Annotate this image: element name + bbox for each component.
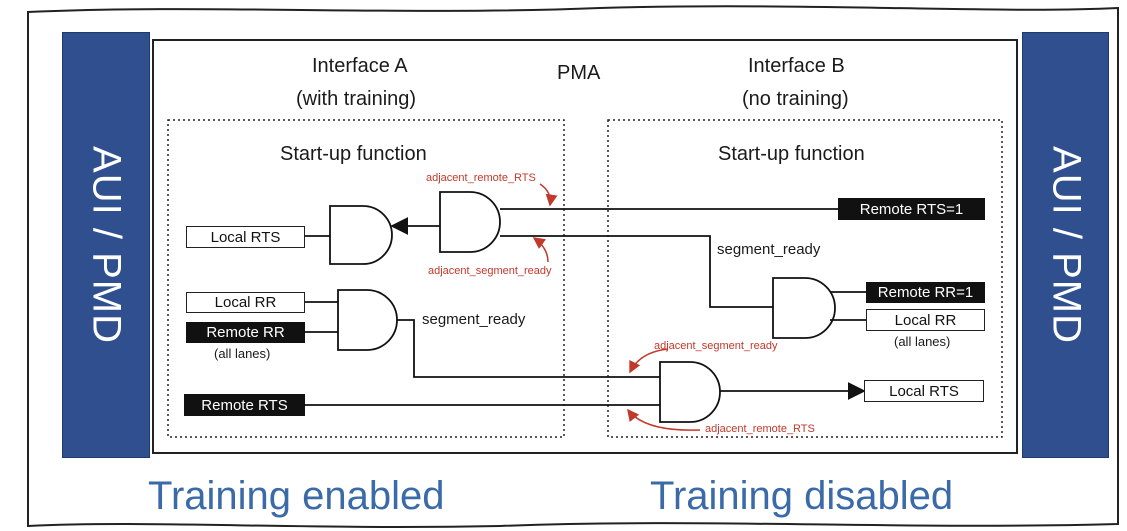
b-remote-rr-box: Remote RR=1: [866, 282, 985, 303]
annot-arrow-segment-ready-top: [532, 237, 549, 263]
aui-pmd-bar-left: AUI / PMD: [62, 32, 150, 458]
and-gate-a-top: [329, 205, 393, 265]
pma-label: PMA: [557, 62, 601, 84]
a-remote-rr-box: Remote RR: [186, 322, 305, 343]
interface-a-subtitle: (with training): [296, 88, 417, 110]
outer-frame: [27, 5, 1119, 528]
aui-pmd-label-left: AUI / PMD: [84, 146, 129, 344]
aui-pmd-bar-right: AUI / PMD: [1022, 32, 1109, 458]
interface-a-region: [167, 119, 565, 438]
segment-ready-label-b: segment_ready: [717, 241, 821, 258]
annot-adjacent-segment-ready-bottom: adjacent_segment_ready: [654, 340, 778, 352]
annot-adjacent-remote-rts-top: adjacent_remote_RTS: [426, 172, 536, 184]
interface-b-region: [607, 119, 1003, 438]
segment-ready-label-a: segment_ready: [422, 311, 526, 328]
aui-pmd-label-right: AUI / PMD: [1044, 146, 1088, 344]
b-all-lanes-label: (all lanes): [894, 334, 951, 349]
and-gate-b-right: [772, 277, 836, 339]
interface-a-function: Start-up function: [280, 143, 427, 165]
annot-adjacent-segment-ready-top: adjacent_segment_ready: [428, 265, 552, 277]
interface-b-subtitle: (no training): [742, 88, 849, 110]
footer-training-disabled: Training disabled: [650, 474, 954, 518]
b-local-rts-box: Local RTS: [864, 380, 984, 402]
annot-arrow-segment-ready-bottom: [629, 348, 669, 374]
and-gate-a-middle: [337, 289, 398, 351]
a-remote-rts-box: Remote RTS: [184, 394, 305, 416]
a-local-rts-box: Local RTS: [186, 226, 305, 248]
b-remote-rts-box: Remote RTS=1: [838, 198, 985, 220]
and-gate-b-bottom: [659, 361, 721, 423]
footer-training-enabled: Training enabled: [148, 474, 445, 518]
b-local-rr-box: Local RR: [866, 309, 985, 331]
annot-arrow-remote-rts-top: [539, 183, 558, 207]
annot-adjacent-remote-rts-bottom: adjacent_remote_RTS: [705, 423, 815, 435]
interface-b-function: Start-up function: [718, 143, 865, 165]
interface-a-title: Interface A: [312, 55, 408, 77]
a-all-lanes-label: (all lanes): [214, 346, 271, 361]
a-local-rr-box: Local RR: [186, 292, 305, 313]
interface-b-title: Interface B: [748, 55, 845, 77]
annot-arrow-remote-rts-bottom: [627, 408, 701, 431]
and-gate-a-adjacent: [439, 191, 501, 253]
